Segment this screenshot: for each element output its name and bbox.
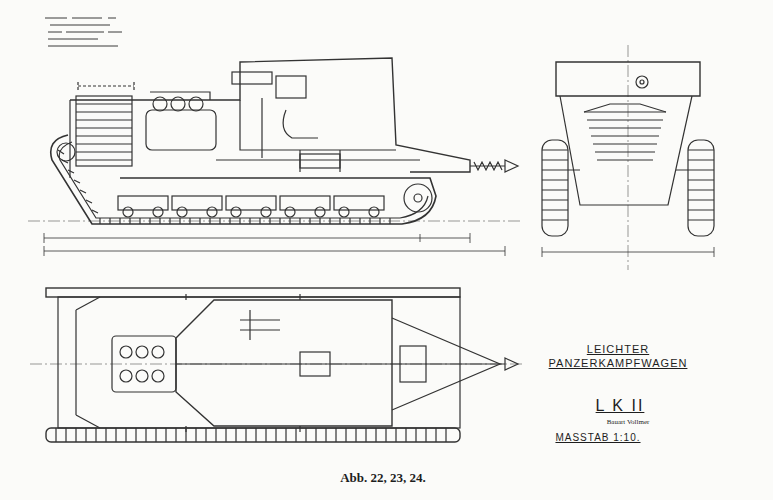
drawing-line <box>44 246 505 256</box>
drawing-line <box>76 297 100 428</box>
drawing-line <box>152 346 164 358</box>
drawing-line <box>207 207 217 217</box>
drawing-line <box>123 207 133 217</box>
drawing-line <box>636 76 648 88</box>
side-view <box>28 58 520 256</box>
drawing-line <box>240 100 396 150</box>
drawing-line <box>150 92 210 100</box>
drawing-line <box>69 100 70 178</box>
drawing-line <box>584 104 666 112</box>
drawing-line <box>136 370 148 382</box>
drawing-line <box>48 32 122 33</box>
drawing-line <box>45 18 116 19</box>
drawing-line <box>136 346 148 358</box>
drawing-line <box>176 300 392 426</box>
drawing-line <box>261 207 271 217</box>
drawing-line <box>186 294 300 432</box>
drawing-line <box>261 98 262 158</box>
drawing-line <box>48 46 118 47</box>
front-view <box>542 45 714 270</box>
drawing-line <box>153 207 163 217</box>
drawing-line <box>30 364 525 365</box>
drawing-line <box>505 160 518 172</box>
drawing-line <box>51 135 436 224</box>
drawing-line <box>560 96 692 205</box>
drawing-line <box>48 39 98 40</box>
drawing-line <box>542 247 714 257</box>
drawing-line <box>50 25 110 26</box>
drawing-line <box>688 140 714 236</box>
drawing-line <box>640 80 644 84</box>
designer-note: Bauart Vollmer <box>588 418 668 427</box>
drawing-line <box>59 142 428 218</box>
drawing-line <box>146 110 216 150</box>
drawing-line <box>78 82 134 90</box>
drawing-line <box>404 184 432 212</box>
drawing-line <box>300 154 340 168</box>
drawing-line <box>152 370 164 382</box>
drawing-line <box>120 370 132 382</box>
drawing-line <box>58 297 460 428</box>
scale-note: MASSTAB 1:10. <box>543 432 653 445</box>
drawing-line <box>628 45 629 270</box>
drawing-line <box>153 97 167 111</box>
drawing-line <box>28 221 520 222</box>
drawing-line <box>470 162 505 170</box>
model-name: L K II <box>565 396 675 416</box>
drawing-line <box>542 150 568 220</box>
drawing-line <box>231 207 241 217</box>
notes-scribble <box>45 18 122 46</box>
drawing-line <box>46 288 460 297</box>
drawing-line <box>240 310 280 340</box>
drawing-line <box>46 428 460 442</box>
drawing-line <box>171 97 185 111</box>
drawing-line <box>232 72 272 84</box>
drawing-line <box>285 207 295 217</box>
drawing-line <box>56 428 446 442</box>
drawing-line <box>57 143 75 161</box>
drawing-line <box>76 96 132 166</box>
drawing-line <box>189 97 203 111</box>
drawing-line <box>177 207 187 217</box>
drawing-line <box>44 233 470 243</box>
top-view <box>30 288 525 442</box>
figure-caption: Abb. 22, 23, 24. <box>283 470 483 486</box>
title-text: LEICHTER PANZERKAMPFWAGEN <box>543 343 693 371</box>
drawing-line <box>70 58 470 172</box>
drawing-line <box>688 150 714 220</box>
drawing-line <box>369 207 379 217</box>
drawing-line <box>76 104 132 160</box>
drawing-line <box>120 346 132 358</box>
drawing-line <box>283 110 318 138</box>
drawing-line <box>414 194 422 202</box>
drawing-line <box>216 150 420 172</box>
drawing-line <box>276 76 306 98</box>
drawing-line <box>542 140 568 236</box>
drawing-line <box>315 207 325 217</box>
drawing-line <box>584 112 666 160</box>
drawing-line <box>339 207 349 217</box>
